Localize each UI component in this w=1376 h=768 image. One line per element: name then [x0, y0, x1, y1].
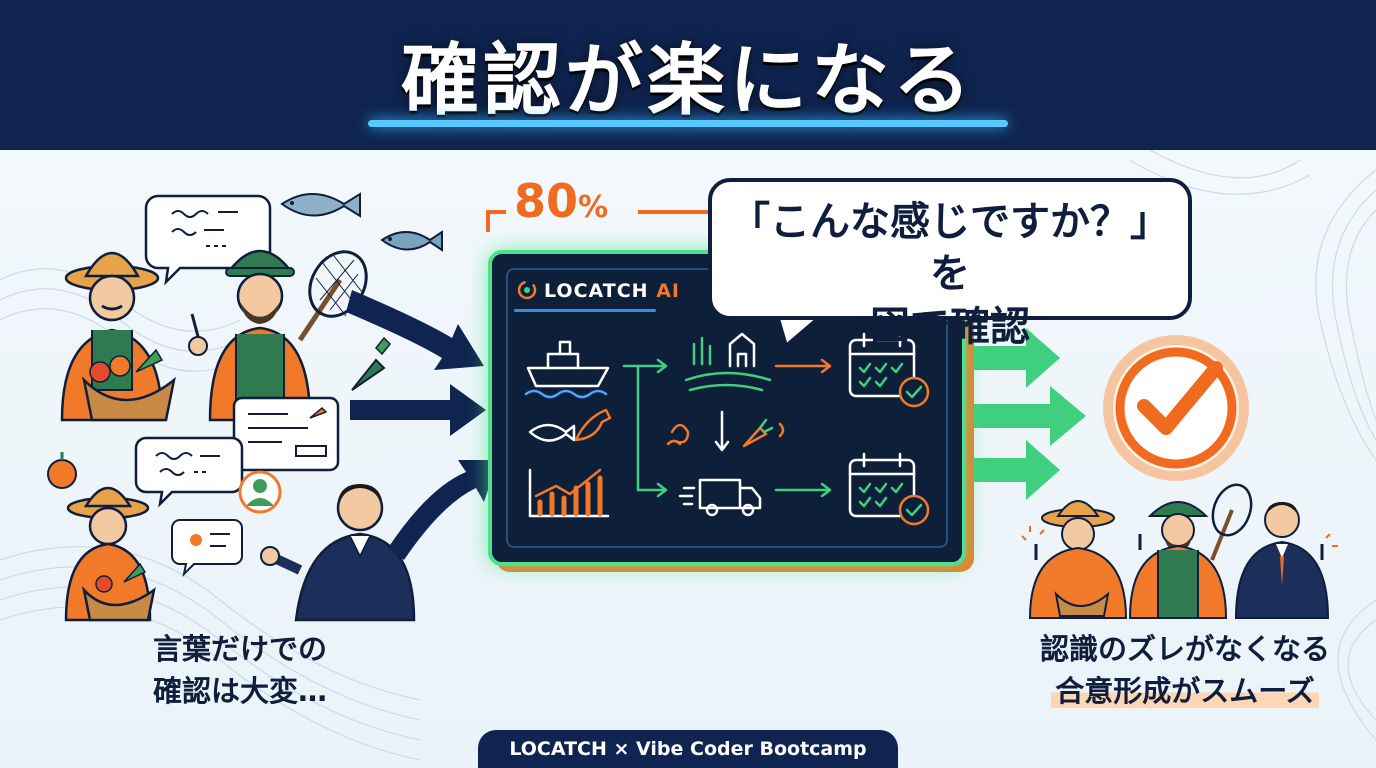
carrot-icon [351, 336, 392, 391]
speech-bubble-icon [134, 436, 244, 508]
document-icon [232, 396, 340, 472]
left-caption: 言葉だけでの 確認は大変… [120, 628, 360, 712]
fish-icon [574, 408, 612, 442]
fish-icon [280, 192, 361, 218]
calendar-check-icon [848, 332, 930, 408]
flow-arrow [622, 358, 832, 498]
fish-icon [528, 423, 576, 442]
calendar-check-icon [848, 452, 930, 526]
businessman-illustration [260, 484, 416, 622]
carrot-icon [666, 418, 785, 448]
locatch-logo-icon [517, 280, 537, 300]
percent-label: 80% [514, 174, 609, 228]
left-caption-line-1: 言葉だけでの [152, 632, 327, 666]
right-caption: 認識のズレがなくなる 合意形成がスムーズ [1020, 628, 1350, 712]
input-arrows [346, 290, 498, 560]
check-mark-icon [1103, 335, 1249, 481]
right-caption-line-2: 合意形成がスムーズ [1020, 670, 1350, 712]
farm-icon [684, 332, 772, 392]
farmer-illustration [60, 251, 176, 422]
brand-underline [514, 309, 656, 312]
fisher-illustration [1128, 483, 1253, 619]
truck-icon [678, 478, 762, 517]
pumpkin-icon [47, 452, 77, 489]
page-title: 確認が楽になる [400, 36, 975, 126]
callout-line-2: 図で確認 [870, 304, 1030, 350]
title-underline [368, 120, 1008, 127]
fish-icon [380, 230, 443, 252]
header-bar: 確認が楽になる [0, 0, 1376, 150]
right-caption-line-1: 認識のズレがなくなる [1039, 632, 1330, 666]
farmer-illustration [64, 486, 156, 622]
callout-bubble: 「こんな感じですか？」を 図で確認 [708, 178, 1192, 350]
growth-chart-icon [528, 468, 610, 518]
left-caption-line-2: 確認は大変… [152, 674, 327, 708]
speech-bubble-icon [171, 519, 243, 578]
percent-bracket [486, 210, 708, 232]
panel-brand: LOCATCH AI [544, 280, 680, 302]
ship-icon [524, 340, 610, 399]
footer-credit: LOCATCH × Vibe Coder Bootcamp [478, 730, 898, 768]
farmer-illustration [1021, 500, 1128, 619]
callout-line-1: 「こんな感じですか？」を [730, 199, 1170, 297]
bubble-tail [774, 312, 828, 348]
businessman-illustration [1234, 502, 1338, 619]
avatar [238, 470, 282, 514]
output-arrows [960, 328, 1086, 500]
